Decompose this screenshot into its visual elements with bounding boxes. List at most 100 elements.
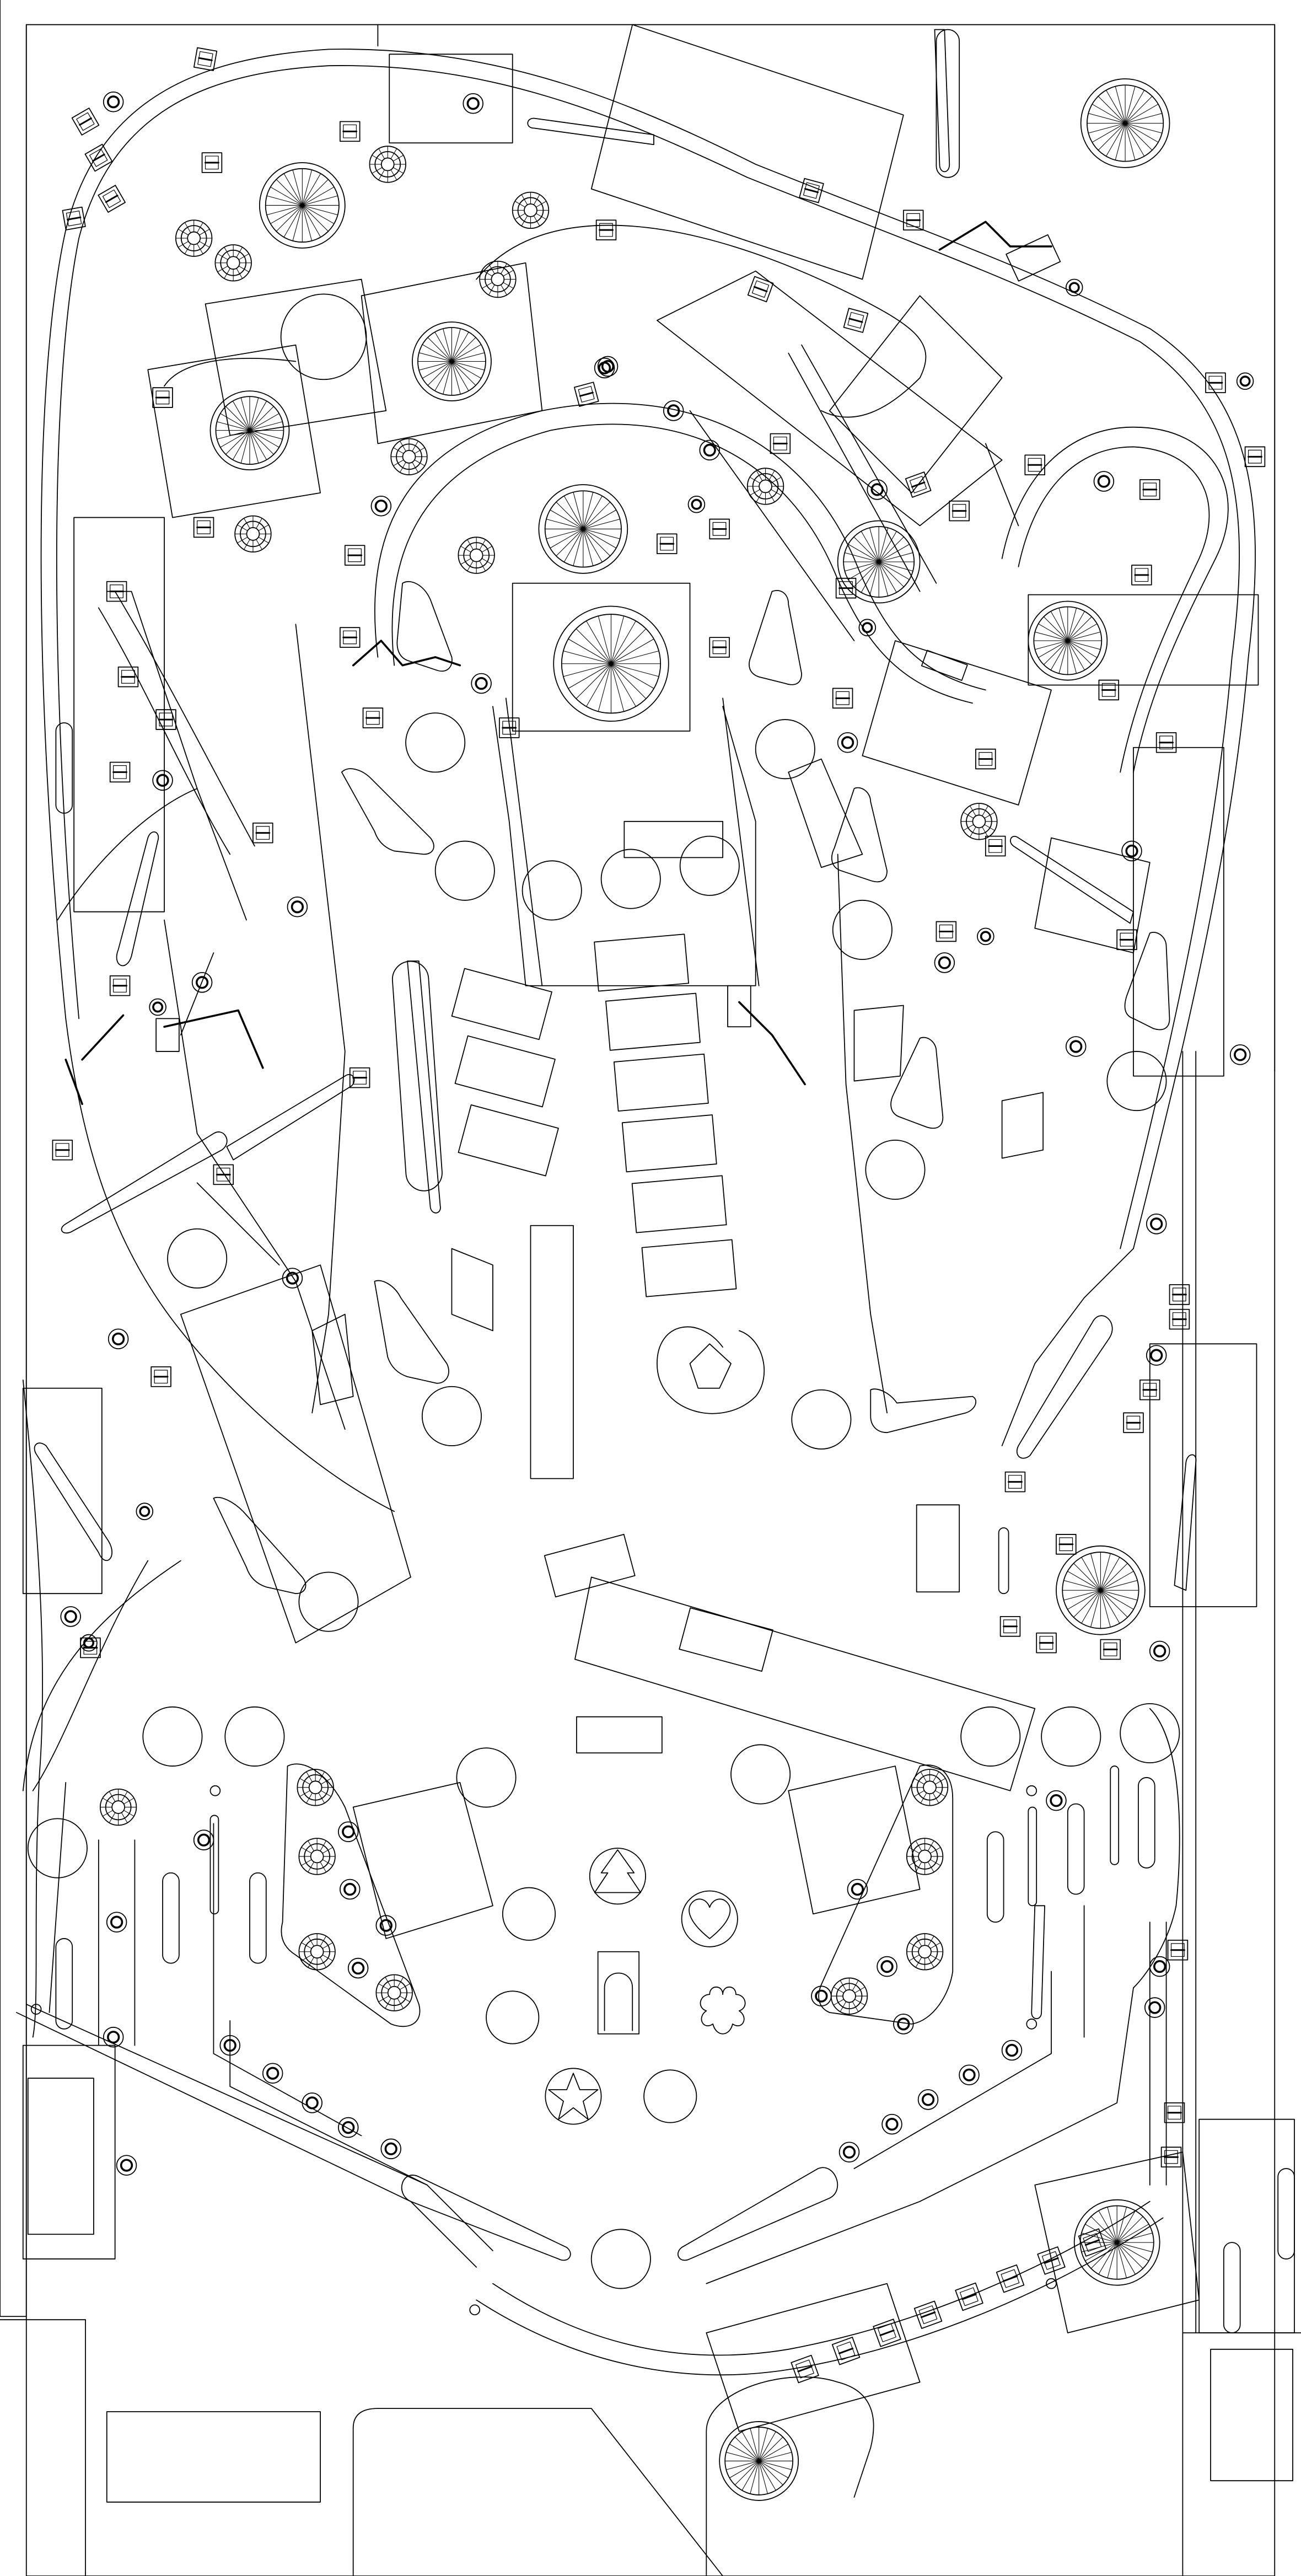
lamp-socket bbox=[347, 1957, 369, 1979]
standup-target bbox=[985, 835, 1006, 857]
playfield-inserts-round bbox=[27, 293, 1180, 2289]
lamp-socket bbox=[463, 93, 483, 114]
wire-bracket-left bbox=[155, 1018, 180, 1052]
lamp-socket bbox=[1065, 278, 1083, 297]
pop-bumper bbox=[297, 1769, 334, 1806]
standup-target bbox=[1004, 1471, 1026, 1493]
post-marker bbox=[1026, 2019, 1037, 2030]
lamp-socket bbox=[1146, 1214, 1167, 1235]
pop-bumper bbox=[175, 219, 213, 257]
standup-target bbox=[349, 1067, 370, 1088]
standup-target bbox=[747, 276, 774, 303]
pop-bumper bbox=[298, 1838, 336, 1875]
target-banks bbox=[451, 933, 960, 1754]
center-shape-heart-icon bbox=[681, 1890, 738, 1947]
lamp-socket bbox=[847, 1879, 868, 1900]
round-insert bbox=[832, 899, 893, 960]
lamp-socket bbox=[663, 400, 684, 421]
lamp-socket bbox=[699, 439, 721, 461]
standup-target bbox=[252, 822, 273, 844]
lamp-socket bbox=[149, 998, 166, 1016]
center-shape-star-icon bbox=[545, 2068, 602, 2125]
pop-bumper bbox=[830, 1977, 868, 2015]
pop-bumper bbox=[375, 1974, 413, 2011]
lamp-socket bbox=[687, 495, 706, 513]
round-insert bbox=[730, 1744, 791, 1805]
wire-bracket bbox=[727, 985, 751, 1028]
round-insert bbox=[224, 1706, 285, 1767]
standup-target bbox=[117, 666, 139, 688]
lane-lines bbox=[49, 344, 1167, 2186]
post-marker bbox=[209, 1785, 221, 1796]
lamp-socket bbox=[977, 927, 994, 946]
lamp-socket bbox=[1149, 1640, 1170, 1662]
pop-bumper bbox=[298, 1933, 336, 1971]
lamp-socket bbox=[881, 2113, 902, 2135]
standup-target bbox=[831, 2337, 861, 2365]
standup-target bbox=[1131, 565, 1152, 586]
inlane-rollovers bbox=[209, 1765, 1120, 1915]
standup-target bbox=[98, 185, 126, 213]
lamp-socket bbox=[191, 972, 213, 993]
round-insert bbox=[791, 1389, 852, 1450]
standup-target bbox=[1164, 2102, 1185, 2123]
lamp-socket bbox=[103, 2026, 124, 2048]
center-shape-tree-icon bbox=[589, 1848, 646, 1905]
lamp-socket bbox=[1146, 1345, 1167, 1366]
flippers bbox=[34, 29, 1197, 2261]
round-insert bbox=[643, 2069, 697, 2123]
standup-target bbox=[770, 433, 791, 454]
pop-bumper bbox=[911, 1769, 949, 1806]
standup-target bbox=[913, 2300, 943, 2329]
standup-target bbox=[1139, 1379, 1160, 1400]
standup-target bbox=[1139, 479, 1160, 500]
standup-target bbox=[955, 2282, 983, 2311]
pop-bumper bbox=[458, 536, 495, 574]
lamp-socket bbox=[471, 673, 492, 694]
spoked-bumper bbox=[1073, 2199, 1160, 2286]
round-insert bbox=[1041, 1706, 1101, 1767]
round-insert bbox=[590, 2229, 651, 2289]
pop-bumper bbox=[512, 191, 550, 229]
lamp-socket bbox=[136, 1502, 154, 1521]
spoked-bumper bbox=[719, 2421, 799, 2501]
lamp-socket bbox=[1046, 1790, 1067, 1811]
pop-bumper bbox=[479, 260, 517, 298]
standup-target bbox=[339, 627, 361, 648]
standup-target bbox=[193, 517, 214, 538]
lamp-socket bbox=[60, 1606, 81, 1627]
lamp-socket bbox=[116, 2155, 137, 2176]
lamp-socket bbox=[1229, 1044, 1251, 1065]
lamp-socket bbox=[1093, 471, 1115, 492]
right-lane-walls bbox=[476, 1051, 1197, 2376]
standup-target bbox=[1169, 1308, 1190, 1330]
center-hole-shape bbox=[657, 1326, 765, 1414]
pop-bumper bbox=[390, 438, 428, 475]
standup-target bbox=[791, 2354, 819, 2384]
standup-target bbox=[1244, 446, 1266, 468]
round-insert bbox=[755, 719, 815, 780]
pop-bumper bbox=[99, 1788, 137, 1826]
center-lanes bbox=[295, 582, 888, 1479]
round-insert bbox=[421, 1386, 482, 1446]
lamp-socket bbox=[262, 2063, 283, 2084]
spoked-bumper bbox=[1080, 78, 1170, 168]
standup-target bbox=[344, 545, 365, 566]
post-marker bbox=[1046, 2278, 1057, 2289]
standup-target bbox=[709, 637, 730, 658]
pop-bumper bbox=[746, 468, 784, 505]
standup-target bbox=[1205, 372, 1226, 394]
standup-target bbox=[835, 577, 857, 599]
lamp-socket bbox=[594, 357, 615, 379]
standup-target bbox=[1167, 1940, 1189, 1961]
lamp-socket bbox=[934, 952, 955, 973]
standup-target bbox=[905, 471, 932, 498]
pop-bumper bbox=[906, 1838, 944, 1875]
round-insert bbox=[502, 1887, 556, 1941]
standup-target bbox=[975, 748, 996, 770]
pop-bumpers bbox=[99, 78, 1170, 2501]
post-marker bbox=[1026, 1785, 1037, 1796]
lamp-socket bbox=[1121, 840, 1142, 862]
spoked-bumper bbox=[209, 390, 290, 471]
lamp-socket bbox=[917, 2089, 939, 2110]
